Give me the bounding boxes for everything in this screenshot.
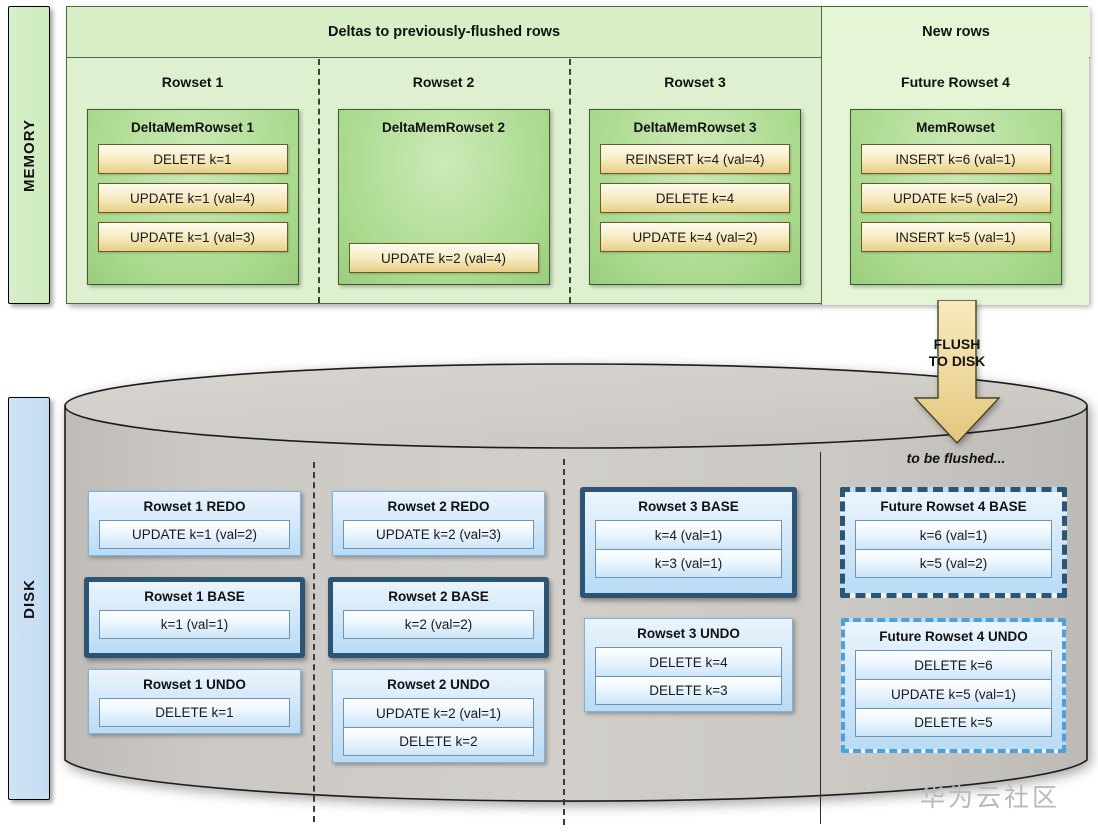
future-rowset-4-base-box: Future Rowset 4 BASE k=6 (val=1) k=5 (va… <box>840 487 1067 598</box>
memory-column-rowset-1: Rowset 1 DeltaMemRowset 1 DELETE k=1 UPD… <box>67 57 318 305</box>
memory-divider-2 <box>569 59 571 303</box>
disk-divider-1 <box>313 462 315 822</box>
row-list: k=4 (val=1) k=3 (val=1) <box>595 520 782 578</box>
container-title: DeltaMemRowset 1 <box>130 120 255 135</box>
box-title: Rowset 1 UNDO <box>143 677 246 692</box>
memory-header-deltas: Deltas to previously-flushed rows <box>67 7 821 58</box>
flush-to-disk-arrow <box>914 300 1000 446</box>
box-title: Future Rowset 4 BASE <box>880 499 1027 514</box>
rowset-1-undo-box: Rowset 1 UNDO DELETE k=1 <box>88 669 301 734</box>
delta-op: UPDATE k=5 (val=2) <box>860 183 1051 213</box>
data-row: DELETE k=6 <box>855 650 1052 679</box>
data-row: UPDATE k=2 (val=1) <box>343 698 534 727</box>
data-row: k=3 (val=1) <box>595 549 782 578</box>
rowset-3-undo-box: Rowset 3 UNDO DELETE k=4 DELETE k=3 <box>584 618 793 712</box>
deltamemrowset-3: DeltaMemRowset 3 REINSERT k=4 (val=4) DE… <box>589 109 801 285</box>
delta-op: UPDATE k=1 (val=3) <box>97 222 288 252</box>
memory-rail-label: MEMORY <box>20 118 38 192</box>
box-title: Rowset 3 UNDO <box>637 626 740 641</box>
data-row: k=6 (val=1) <box>855 520 1052 549</box>
rowset-3-base-box: Rowset 3 BASE k=4 (val=1) k=3 (val=1) <box>580 487 797 598</box>
box-title: Future Rowset 4 UNDO <box>879 629 1028 644</box>
disk-rail: DISK <box>8 397 50 800</box>
data-row: k=5 (val=2) <box>855 549 1052 578</box>
memory-column-rowset-3: Rowset 3 DeltaMemRowset 3 REINSERT k=4 (… <box>569 57 821 305</box>
data-row: UPDATE k=2 (val=3) <box>343 520 534 549</box>
box-title: Rowset 2 UNDO <box>387 677 490 692</box>
row-list: k=1 (val=1) <box>99 610 290 639</box>
rowset-2-redo-box: Rowset 2 REDO UPDATE k=2 (val=3) <box>332 491 545 556</box>
memory-panel: Deltas to previously-flushed rows New ro… <box>66 6 1090 305</box>
data-row: DELETE k=1 <box>99 698 290 727</box>
data-row: DELETE k=5 <box>855 708 1052 737</box>
row-list: UPDATE k=1 (val=2) <box>99 520 290 549</box>
rowset-1-base-box: Rowset 1 BASE k=1 (val=1) <box>84 577 305 658</box>
box-title: Rowset 1 REDO <box>143 499 246 514</box>
delta-op: UPDATE k=2 (val=4) <box>348 243 539 273</box>
rowset-2-base-box: Rowset 2 BASE k=2 (val=2) <box>328 577 549 658</box>
memory-column-title: Rowset 1 <box>161 74 224 90</box>
box-title: Rowset 2 BASE <box>388 589 489 604</box>
memory-rail: MEMORY <box>8 6 50 304</box>
delta-op: UPDATE k=4 (val=2) <box>600 222 790 252</box>
deltamemrowset-1: DeltaMemRowset 1 DELETE k=1 UPDATE k=1 (… <box>86 109 299 285</box>
disk-rail-label: DISK <box>20 578 38 619</box>
data-row: k=1 (val=1) <box>99 610 290 639</box>
memory-column-title: Rowset 3 <box>664 74 726 90</box>
box-title: Rowset 3 BASE <box>638 499 739 514</box>
delta-op: REINSERT k=4 (val=4) <box>600 144 790 174</box>
deltamemrowset-2: DeltaMemRowset 2 UPDATE k=2 (val=4) <box>337 109 550 285</box>
container-title: DeltaMemRowset 3 <box>633 120 757 135</box>
to-be-flushed-note: to be flushed... <box>906 450 1006 466</box>
disk-cylinder <box>62 362 1090 824</box>
memory-column-rowset-2: Rowset 2 DeltaMemRowset 2 UPDATE k=2 (va… <box>318 57 569 305</box>
delta-op: INSERT k=6 (val=1) <box>860 144 1051 174</box>
data-row: DELETE k=3 <box>595 676 782 705</box>
future-rowset-4-undo-box: Future Rowset 4 UNDO DELETE k=6 UPDATE k… <box>841 618 1066 753</box>
row-list: DELETE k=1 <box>99 698 290 727</box>
row-list: k=6 (val=1) k=5 (val=2) <box>855 520 1052 578</box>
box-title: Rowset 2 REDO <box>387 499 490 514</box>
data-row: k=2 (val=2) <box>343 610 534 639</box>
row-list: UPDATE k=2 (val=3) <box>343 520 534 549</box>
rowset-2-undo-box: Rowset 2 UNDO UPDATE k=2 (val=1) DELETE … <box>332 669 545 763</box>
memory-divider-1 <box>318 59 320 303</box>
delta-op: INSERT k=5 (val=1) <box>860 222 1051 252</box>
data-row: DELETE k=4 <box>595 647 782 676</box>
container-title: MemRowset <box>916 120 995 135</box>
delta-op: DELETE k=4 <box>600 183 790 213</box>
row-list: UPDATE k=2 (val=1) DELETE k=2 <box>343 698 534 756</box>
disk-divider-3 <box>820 452 821 824</box>
box-title: Rowset 1 BASE <box>144 589 245 604</box>
data-row: k=4 (val=1) <box>595 520 782 549</box>
data-row: DELETE k=2 <box>343 727 534 756</box>
delta-op: UPDATE k=1 (val=4) <box>97 183 288 213</box>
memory-column-title: Future Rowset 4 <box>901 74 1010 90</box>
memory-header-new-rows: New rows <box>821 7 1090 58</box>
container-title: DeltaMemRowset 2 <box>381 120 506 135</box>
row-list: DELETE k=4 DELETE k=3 <box>595 647 782 705</box>
row-list: k=2 (val=2) <box>343 610 534 639</box>
memrowset: MemRowset INSERT k=6 (val=1) UPDATE k=5 … <box>849 109 1062 285</box>
disk-divider-2 <box>563 459 565 825</box>
delta-op: DELETE k=1 <box>97 144 288 174</box>
row-list: DELETE k=6 UPDATE k=5 (val=1) DELETE k=5 <box>855 650 1052 737</box>
memory-column-title: Rowset 2 <box>412 74 475 90</box>
data-row: UPDATE k=1 (val=2) <box>99 520 290 549</box>
data-row: UPDATE k=5 (val=1) <box>855 679 1052 708</box>
rowset-1-redo-box: Rowset 1 REDO UPDATE k=1 (val=2) <box>88 491 301 556</box>
memory-column-future-rowset-4: Future Rowset 4 MemRowset INSERT k=6 (va… <box>821 57 1089 305</box>
watermark: 华为云社区 <box>919 783 1060 812</box>
